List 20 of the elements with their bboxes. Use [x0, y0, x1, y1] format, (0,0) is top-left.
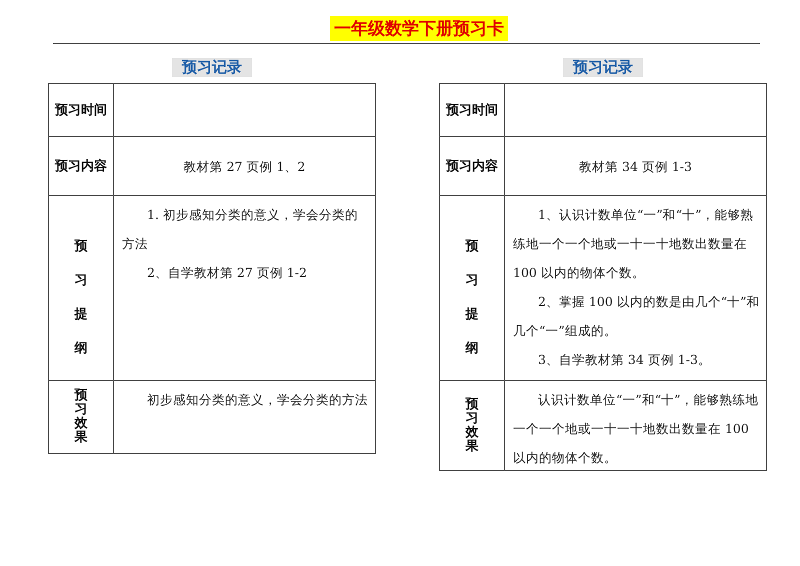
cell-text: 3、自学教材第 34 页例 1-3。 — [537, 351, 712, 369]
row-header: 预习内容 — [55, 158, 107, 175]
cell-text: 2、掌握 100 以内的数是由几个“十”和几个“一”组成的。 — [513, 293, 760, 340]
cell-text: 教材第 34 页例 1-3 — [579, 158, 692, 176]
cell-text: 教材第 27 页例 1、2 — [184, 158, 306, 176]
cell-text: 1、认识计数单位“一”和“十”，能够熟练地一个一个地或一十一十地数出数量在 100 以内的物体个数。 — [513, 206, 755, 282]
row-header: 预习内容 — [446, 158, 498, 175]
row-header: 预习提纲 — [74, 238, 88, 358]
table-heading: 预习记录 — [172, 58, 252, 77]
row-header: 预习效果 — [74, 389, 88, 445]
row-header: 预习时间 — [55, 102, 107, 119]
row-header: 预习效果 — [465, 398, 479, 454]
row-header: 预习时间 — [446, 102, 498, 119]
cell-text: 初步感知分类的意义，学会分类的方法 — [146, 391, 369, 409]
cell-text: 认识计数单位“一”和“十”，能够熟练地一个一个地或一十一十地数出数量在 100 以内的物体个数。 — [513, 391, 760, 467]
table-heading: 预习记录 — [563, 58, 643, 77]
row-header: 预习提纲 — [465, 238, 479, 358]
cell-text: 2、自学教材第 27 页例 1-2 — [146, 264, 308, 282]
page-title: 一年级数学下册预习卡 — [330, 16, 508, 41]
cell-text: 1. 初步感知分类的意义，学会分类的方法 — [122, 206, 359, 253]
